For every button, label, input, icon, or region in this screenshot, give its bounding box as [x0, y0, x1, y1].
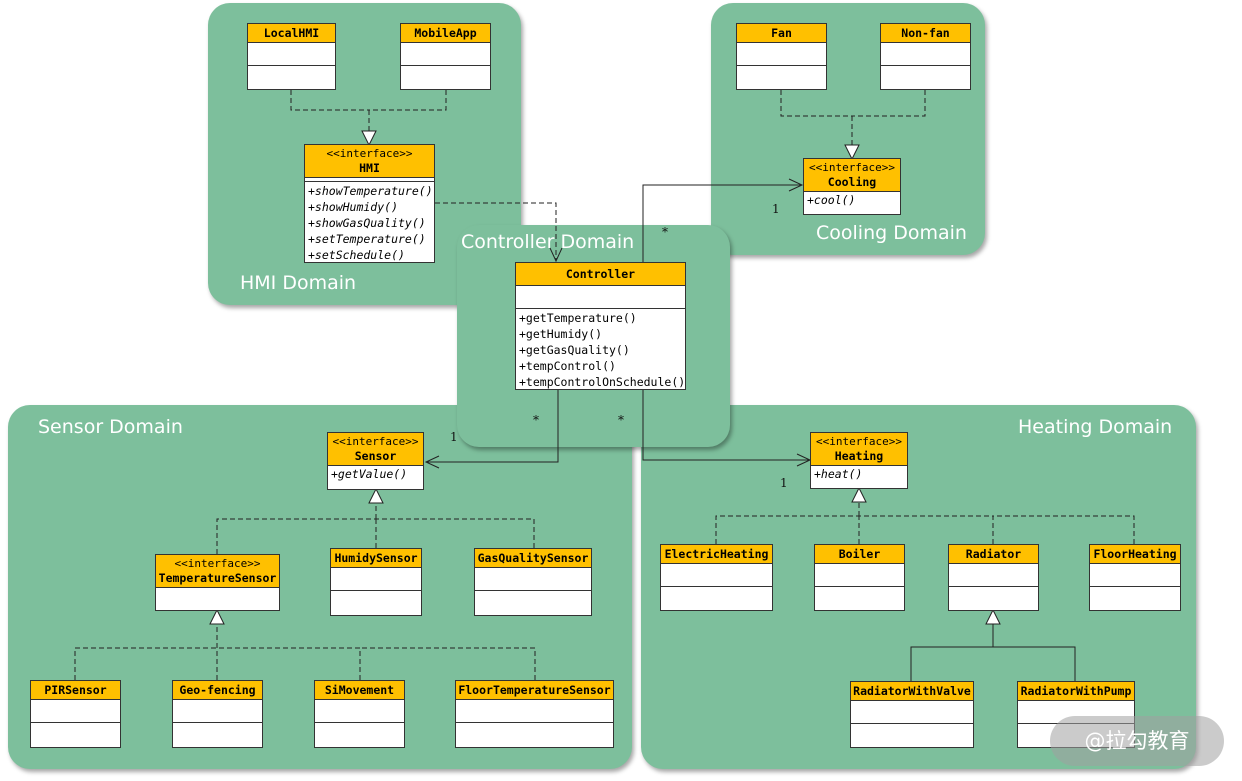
class-name: Fan	[771, 26, 792, 40]
class-name: GasQualitySensor	[477, 551, 589, 565]
realize-floorheating	[993, 515, 1135, 544]
class-name: FloorTemperatureSensor	[458, 683, 611, 697]
operation: +getGasQuality()	[519, 343, 630, 357]
controller-domain-label: Controller Domain	[461, 231, 635, 253]
class-heating: <<interface>> Heating +heat()	[810, 432, 908, 489]
class-name: MobileApp	[414, 26, 477, 40]
class-electricheating: ElectricHeating	[660, 544, 773, 611]
operation: +setSchedule()	[308, 248, 405, 262]
operation: +tempControlOnSchedule()	[519, 375, 686, 389]
assoc-controller-heating	[642, 390, 812, 467]
cooling-domain-label: Cooling Domain	[816, 222, 967, 244]
class-name: Controller	[565, 267, 636, 281]
class-name: Non-fan	[901, 26, 950, 40]
class-boiler: Boiler	[814, 544, 905, 611]
operation: +showGasQuality()	[308, 216, 426, 230]
class-cooling: <<interface>> Cooling +cool()	[803, 158, 901, 215]
gen-radiator-valve	[910, 646, 993, 681]
multiplicity-cooling-one: 1	[772, 202, 780, 216]
operation: +getValue()	[331, 467, 408, 481]
realize-tempsensor	[216, 518, 376, 554]
class-nonfan: Non-fan	[880, 23, 971, 90]
class-mobileapp: MobileApp	[400, 23, 491, 90]
class-name: Sensor	[354, 449, 397, 463]
sensor-domain-label: Sensor Domain	[38, 416, 183, 438]
class-name: PIRSensor	[44, 683, 107, 697]
class-sensor: <<interface>> Sensor +getValue()	[327, 432, 424, 490]
class-name: FloorHeating	[1093, 547, 1177, 561]
class-name: SiMovement	[324, 683, 395, 697]
stereotype: <<interface>>	[174, 557, 261, 570]
class-localhmi: LocalHMI	[247, 23, 336, 90]
multiplicity-heating-one: 1	[780, 476, 788, 490]
realize-radiator	[859, 515, 994, 544]
class-name: Cooling	[827, 175, 877, 189]
class-radiatorwithvalve: RadiatorWithValve	[850, 681, 974, 748]
class-simovement: SiMovement	[314, 680, 405, 748]
realize-simovement	[217, 647, 361, 680]
stereotype: <<interface>>	[808, 161, 896, 174]
class-geofencing: Geo-fencing	[172, 680, 263, 748]
class-name: LocalHMI	[263, 26, 320, 40]
class-name: HumidySensor	[334, 551, 418, 565]
operation: +setTemperature()	[308, 232, 426, 246]
assoc-controller-cooling	[642, 178, 804, 262]
operation: +showHumidy()	[308, 200, 399, 214]
operation: +showTemperature()	[308, 184, 433, 198]
class-name: Radiator	[965, 547, 1022, 561]
class-pirsensor: PIRSensor	[30, 680, 121, 748]
realize-gassensor	[376, 518, 535, 548]
class-name: HMI	[359, 161, 380, 175]
hmi-domain-label: HMI Domain	[240, 272, 357, 294]
class-fan: Fan	[736, 23, 827, 90]
realize-mobileapp	[369, 90, 447, 111]
assoc-controller-sensor	[424, 390, 559, 469]
watermark: @拉勾教育	[1050, 716, 1224, 766]
realize-floortemp	[360, 647, 536, 680]
stereotype: <<interface>>	[815, 435, 903, 448]
multiplicity-cooling-many: *	[662, 225, 668, 239]
class-name: Heating	[834, 449, 884, 463]
class-name: ElectricHeating	[664, 547, 769, 561]
operation: +getHumidy()	[519, 327, 603, 341]
class-temperaturesensor: <<interface>> TemperatureSensor	[155, 554, 280, 611]
class-floorheating: FloorHeating	[1089, 544, 1181, 611]
class-floortemperaturesensor: FloorTemperatureSensor	[455, 680, 614, 748]
realize-pir	[74, 647, 217, 680]
class-radiator: Radiator	[948, 544, 1039, 611]
class-name: Geo-fencing	[179, 683, 256, 697]
stereotype: <<interface>>	[332, 435, 419, 448]
multiplicity-sensor-many: *	[533, 413, 539, 427]
class-hmi: <<interface>> HMI +showTemperature() +sh…	[304, 144, 435, 263]
class-name: RadiatorWithPump	[1020, 684, 1132, 698]
multiplicity-sensor-one: 1	[450, 430, 458, 444]
class-controller: Controller +getTemperature() +getHumidy(…	[515, 262, 686, 390]
stereotype: <<interface>>	[326, 147, 413, 160]
realize-nonfan	[852, 90, 926, 117]
operation: +tempControl()	[519, 359, 616, 373]
realize-fan	[780, 90, 852, 117]
class-name: TemperatureSensor	[158, 571, 277, 585]
operation: +cool()	[807, 193, 856, 207]
realize-localhmi	[290, 90, 369, 111]
realize-electric	[715, 515, 859, 544]
operation: +getTemperature()	[519, 311, 637, 325]
multiplicity-heating-many: *	[618, 413, 624, 427]
gen-radiator-pump	[993, 646, 1076, 681]
heating-domain-label: Heating Domain	[1018, 416, 1173, 438]
class-name: Boiler	[838, 547, 881, 561]
class-gasqualitysensor: GasQualitySensor	[474, 548, 592, 616]
operation: +heat()	[814, 467, 863, 481]
hmi-controller-dependency	[435, 202, 563, 263]
class-humidysensor: HumidySensor	[330, 548, 422, 616]
class-name: RadiatorWithValve	[853, 684, 971, 698]
